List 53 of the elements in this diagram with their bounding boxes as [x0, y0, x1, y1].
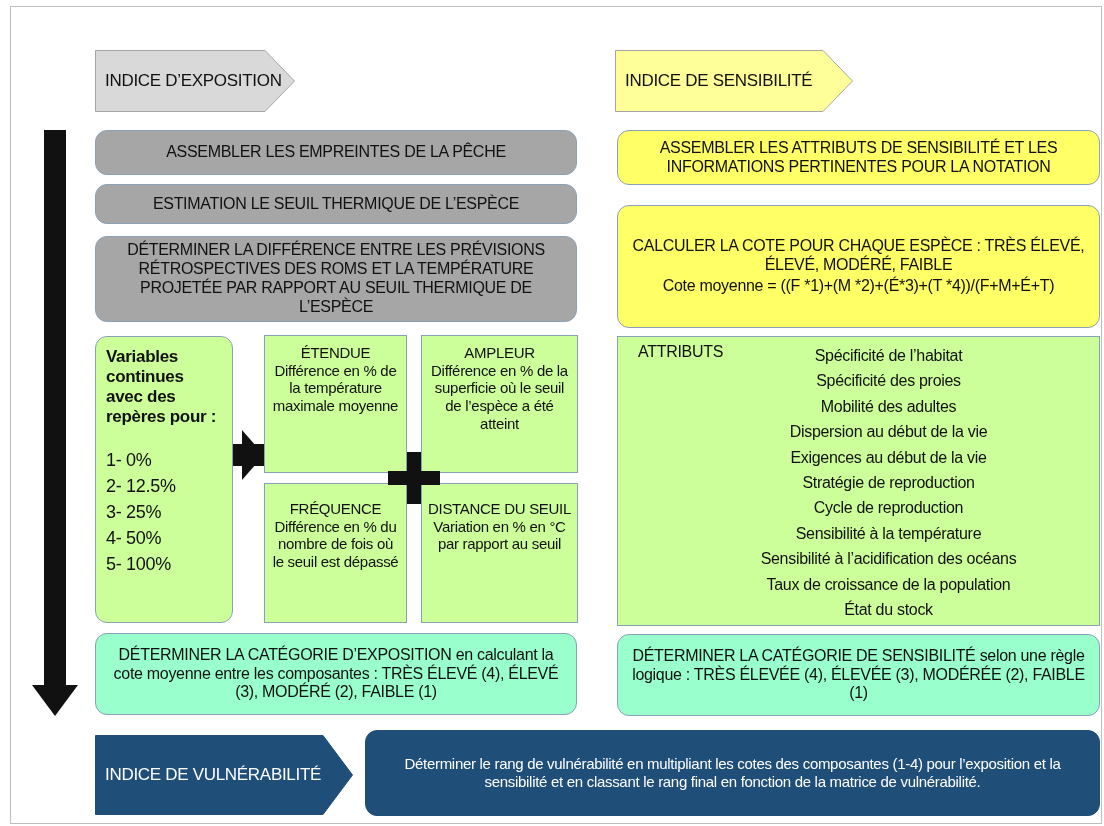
list-item: Cycle de reproduction: [812, 498, 964, 519]
header-text: INDICE DE VULNÉRABILITÉ: [105, 764, 322, 785]
list-item: État du stock: [843, 599, 933, 621]
list-item: Spécificité de l’habitat: [813, 346, 963, 366]
component-box: [264, 335, 407, 473]
heading-text: FRÉQUENCE: [289, 500, 382, 518]
body-text: Différence en % de la température maximale moyenne: [271, 361, 400, 415]
heading-text: ATTRIBUTS: [638, 343, 723, 362]
header-text: INDICE DE SENSIBILITÉ: [625, 70, 813, 91]
box-text: DÉTERMINER LA CATÉGORIE D’EXPOSITION en calculant la cote moyenne entre les composantes : TRÈS ÉLEVÉ (4), ÉLEVÉ (3), MODÉRÉ (2), FAIBLE (1): [112, 645, 560, 703]
process-box: [617, 205, 1100, 328]
process-box: [95, 130, 577, 175]
box-text: ASSEMBLER LES ATTRIBUTS DE SENSIBILITÉ ET LES INFORMATIONS PERTINENTES POUR LA NOTATION: [658, 138, 1059, 177]
box-text: Déterminer le rang de vulnérabilité en multipliant les cotes des composantes (1-4) pour l’exposition et la sensibilité et en classant le rang final en fonction de la matrice de vulnérabilité.: [403, 755, 1062, 791]
box-text: Cote moyenne = ((F *1)+(M *2)+(É*3)+(T *4))/(F+M+É+T): [662, 277, 1055, 297]
list-item: Dispersion au début de la vie: [788, 422, 988, 443]
box-text: ESTIMATION LE SEUIL THERMIQUE DE L’ESPÈCE: [152, 194, 520, 214]
list-item: Spécificité des proies: [815, 371, 961, 392]
list-item: Sensibilité à la température: [794, 523, 982, 544]
process-box: [95, 184, 577, 224]
heading-text: DISTANCE DU SEUIL: [428, 500, 571, 518]
list-item: Sensibilité à l’acidification des océans: [759, 549, 1017, 570]
heading-text: ÉTENDUE: [300, 344, 371, 362]
list-item: Mobilité des adultes: [819, 396, 957, 417]
process-box: [617, 130, 1100, 185]
list-item: 5- 100%: [106, 553, 171, 577]
process-box: [617, 634, 1100, 716]
heading-text: AMPLEUR: [464, 344, 535, 362]
box-text: DÉTERMINER LA DIFFÉRENCE ENTRE LES PRÉVISIONS RÉTROSPECTIVES DES ROMS ET LA TEMPÉRATURE PROJETÉE PAR RAPPORT AU SEUIL THERMIQUE DE L’ESPÈCE: [126, 241, 546, 317]
list-item: Taux de croissance de la population: [765, 574, 1011, 595]
list-item: 3- 25%: [106, 501, 162, 525]
box-text: DÉTERMINER LA CATÉGORIE DE SENSIBILITÉ selon une règle logique : TRÈS ÉLEVÉE (4), ÉLEVÉE (3), MODÉRÉE (2), FAIBLE (1): [631, 646, 1086, 704]
component-box: [421, 483, 578, 623]
list-item: Stratégie de reproduction: [801, 473, 975, 494]
body-text: Variation en % en °C par rapport au seuil: [432, 517, 567, 554]
list-item: 1- 0%: [106, 449, 152, 473]
arrow: [233, 430, 264, 480]
body-text: Différence en % de la superficie où le seuil de l’espèce a été atteint: [430, 361, 569, 433]
process-box: [365, 730, 1100, 816]
body-text: Différence en % du nombre de fois où le seuil est dépassé: [271, 517, 400, 571]
list-item: 4- 50%: [106, 527, 162, 551]
heading-text: Variables continues avec des repères pour :: [106, 347, 218, 428]
process-box: [95, 633, 577, 715]
component-box: [421, 335, 578, 473]
component-box: [264, 483, 407, 623]
variables-box: [95, 336, 233, 623]
list-item: Exigences au début de la vie: [789, 447, 987, 468]
box-text: ASSEMBLER LES EMPREINTES DE LA PÊCHE: [166, 143, 506, 162]
attributes-panel: [617, 336, 1100, 626]
process-box: [95, 236, 577, 322]
list-item: 2- 12.5%: [106, 475, 176, 499]
header-text: INDICE D’EXPOSITION: [105, 70, 282, 91]
box-text: CALCULER LA COTE POUR CHAQUE ESPÈCE : TRÈS ÉLEVÉ, ÉLEVÉ, MODÉRÉ, FAIBLE: [631, 236, 1086, 275]
